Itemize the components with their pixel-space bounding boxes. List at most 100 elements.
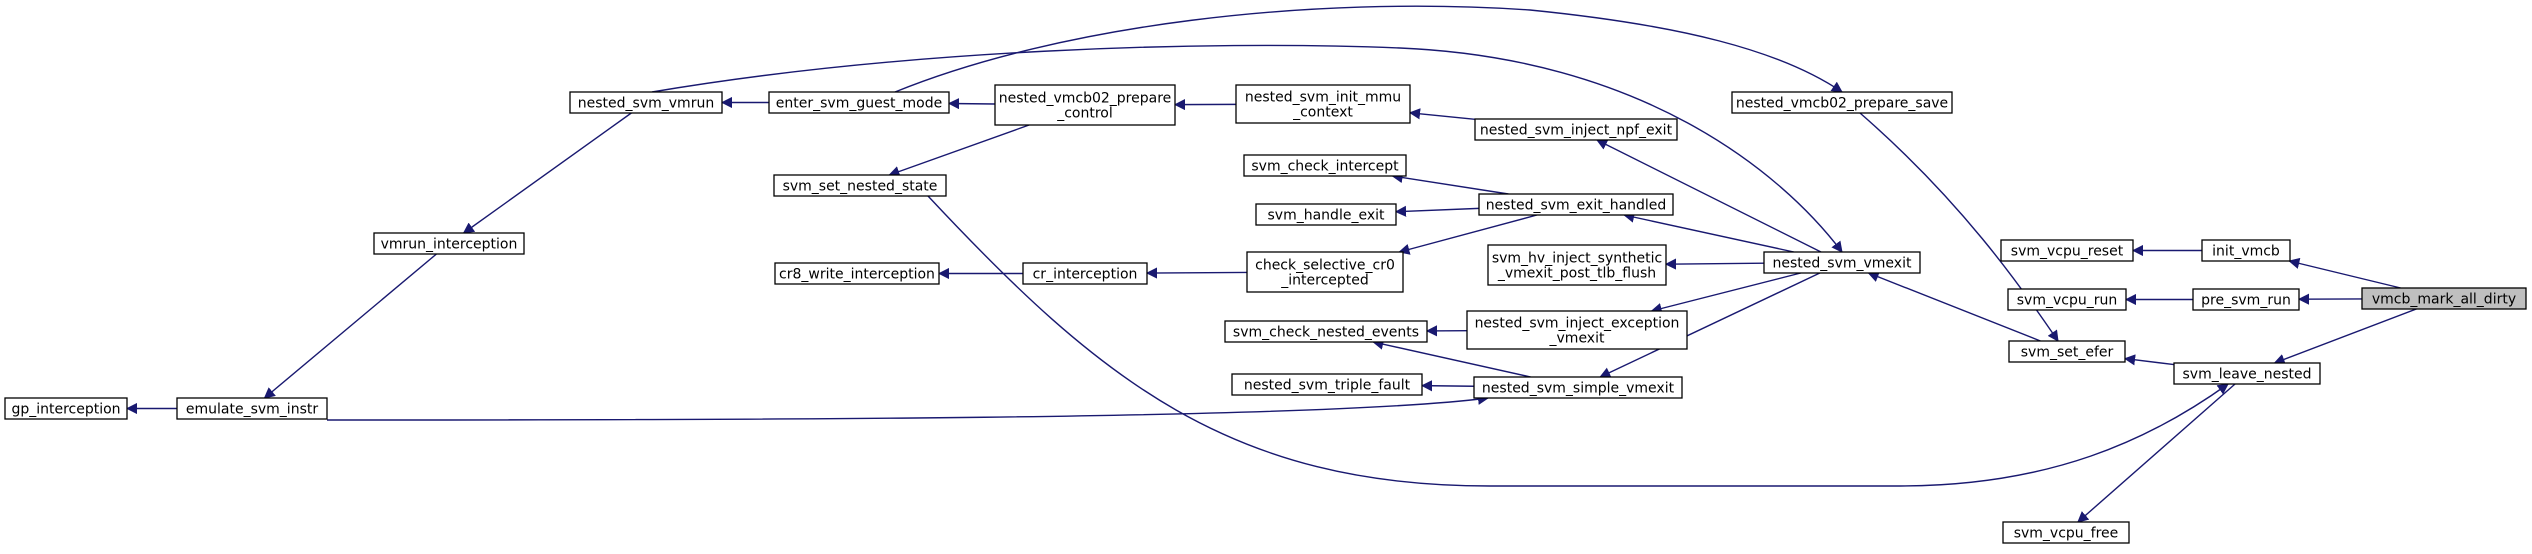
edge-nested_svm_exit_handled-to-svm_handle_exit	[1394, 205, 1480, 217]
node-vmcb-mark-all-dirty[interactable]: vmcb_mark_all_dirty	[2361, 287, 2527, 310]
node-box	[1487, 244, 1667, 286]
node-label: _control	[1056, 106, 1113, 122]
edge-nested_svm_vmexit-to-svm_hv_inject_synthetic_vmexit_post_tlb_flush	[1664, 258, 1765, 270]
node-label: vmrun_interception	[381, 237, 518, 253]
node-emulate-svm-instr[interactable]: emulate_svm_instr	[176, 397, 328, 420]
node-nested-svm-exit-handled[interactable]: nested_svm_exit_handled	[1478, 193, 1674, 216]
node-label: check_selective_cr0	[1255, 258, 1395, 274]
node-nested-svm-inject-npf-exit[interactable]: nested_svm_inject_npf_exit	[1474, 118, 1678, 141]
node-nested-svm-vmexit[interactable]: nested_svm_vmexit	[1763, 251, 1921, 274]
edge-nested_svm_vmrun-to-vmrun_interception	[462, 112, 632, 234]
node-nested-svm-inject-exception-vmexit[interactable]: nested_svm_inject_exception_vmexit	[1466, 310, 1688, 350]
node-nested-svm-vmrun[interactable]: nested_svm_vmrun	[569, 91, 723, 114]
edge-nested_svm_simple_vmexit-to-nested_svm_triple_fault	[1420, 380, 1475, 392]
node-vmrun-interception[interactable]: vmrun_interception	[373, 232, 525, 255]
edge-nested_svm_simple_vmexit-to-svm_check_nested_events	[1372, 338, 1531, 378]
node-label: svm_check_intercept	[1251, 159, 1399, 175]
node-label: pre_svm_run	[2201, 293, 2291, 309]
node-cr-interception[interactable]: cr_interception	[1022, 262, 1148, 285]
node-box	[1763, 251, 1921, 274]
node-label: svm_vcpu_run	[2017, 293, 2117, 309]
edge-nested_svm_vmexit-to-nested_svm_exit_handled	[1623, 211, 1794, 253]
node-svm-set-nested-state[interactable]: svm_set_nested_state	[773, 174, 947, 197]
node-box	[2201, 239, 2291, 262]
node-label: nested_svm_vmrun	[578, 96, 714, 112]
node-svm-handle-exit[interactable]: svm_handle_exit	[1255, 203, 1397, 226]
node-label: gp_interception	[11, 402, 120, 418]
edge-svm_leave_nested-to-svm_set_nested_state	[927, 195, 2229, 487]
edge-nested_svm_simple_vmexit-to-emulate_svm_instr	[326, 393, 1490, 421]
node-label: nested_vmcb02_prepare	[999, 91, 1172, 107]
node-label: nested_svm_simple_vmexit	[1482, 381, 1675, 397]
edge-nested_svm_exit_handled-to-svm_check_intercept	[1391, 172, 1509, 195]
node-svm-leave-nested[interactable]: svm_leave_nested	[2173, 362, 2321, 385]
node-box	[569, 91, 723, 114]
edge-nested_svm_vmexit-to-nested_svm_simple_vmexit	[1599, 272, 1821, 378]
node-nested-vmcb02-prepare-control[interactable]: nested_vmcb02_prepare_control	[994, 84, 1176, 126]
edge-nested_svm_inject_npf_exit-to-nested_svm_init_mmu_context	[1408, 108, 1476, 121]
node-box	[1246, 251, 1404, 293]
node-init-vmcb[interactable]: init_vmcb	[2201, 239, 2291, 262]
node-box	[373, 232, 525, 255]
node-label: svm_vcpu_free	[2014, 526, 2119, 542]
node-box	[774, 262, 940, 285]
edge-svm_leave_nested-to-svm_set_efer	[2123, 354, 2175, 366]
nodes-layer: vmcb_mark_all_dirtyinit_vmcbpre_svm_runs…	[4, 84, 2527, 544]
node-box	[2007, 288, 2127, 311]
node-svm-hv-inject-synthetic-vmexit-post-tlb-flush[interactable]: svm_hv_inject_synthetic_vmexit_post_tlb_…	[1487, 244, 1667, 286]
node-nested-svm-triple-fault[interactable]: nested_svm_triple_fault	[1231, 373, 1423, 396]
node-svm-set-efer[interactable]: svm_set_efer	[2008, 340, 2126, 363]
edge-nested_vmcb02_prepare_control-to-enter_svm_guest_mode	[947, 98, 996, 110]
node-label: _vmexit	[1549, 331, 1605, 347]
node-svm-vcpu-free[interactable]: svm_vcpu_free	[2002, 521, 2130, 544]
edges-layer	[125, 5, 2417, 523]
node-check-selective-cr0-intercepted[interactable]: check_selective_cr0_intercepted	[1246, 251, 1404, 293]
node-box	[1231, 373, 1423, 396]
edge-nested_svm_vmexit-to-nested_svm_inject_exception_vmexit	[1650, 272, 1801, 314]
node-label: nested_svm_inject_npf_exit	[1480, 123, 1673, 139]
node-svm-check-intercept[interactable]: svm_check_intercept	[1243, 154, 1407, 177]
node-enter-svm-guest-mode[interactable]: enter_svm_guest_mode	[768, 91, 950, 114]
node-box	[1473, 376, 1683, 399]
node-box	[1731, 91, 1953, 114]
node-svm-vcpu-reset[interactable]: svm_vcpu_reset	[2000, 239, 2134, 262]
node-label: nested_svm_inject_exception	[1475, 316, 1680, 332]
node-gp-interception[interactable]: gp_interception	[4, 397, 128, 420]
node-box	[176, 397, 328, 420]
node-nested-vmcb02-prepare-save[interactable]: nested_vmcb02_prepare_save	[1731, 91, 1953, 114]
node-label: _vmexit_post_tlb_flush	[1497, 266, 1656, 282]
node-label: nested_svm_exit_handled	[1486, 198, 1667, 214]
node-box	[1478, 193, 1674, 216]
node-label: vmcb_mark_all_dirty	[2372, 292, 2516, 308]
node-box	[768, 91, 950, 114]
node-nested-svm-simple-vmexit[interactable]: nested_svm_simple_vmexit	[1473, 376, 1683, 399]
node-label: svm_set_nested_state	[783, 179, 938, 195]
node-svm-vcpu-run[interactable]: svm_vcpu_run	[2007, 288, 2127, 311]
node-label: svm_handle_exit	[1268, 208, 1385, 224]
edge-nested_vmcb02_prepare_control-to-svm_set_nested_state	[888, 124, 1030, 177]
node-nested-svm-init-mmu-context[interactable]: nested_svm_init_mmu_context	[1235, 84, 1411, 124]
node-label: nested_svm_vmexit	[1773, 256, 1912, 272]
node-box	[1255, 203, 1397, 226]
node-box	[1224, 320, 1428, 343]
edge-nested_vmcb02_prepare_save-to-enter_svm_guest_mode	[894, 5, 1843, 93]
edge-svm_set_efer-to-nested_vmcb02_prepare_save	[1859, 112, 2059, 342]
node-box	[4, 397, 128, 420]
node-svm-check-nested-events[interactable]: svm_check_nested_events	[1224, 320, 1428, 343]
edge-svm_leave_nested-to-svm_vcpu_free	[2077, 383, 2236, 523]
node-label: cr8_write_interception	[779, 267, 935, 283]
node-pre-svm-run[interactable]: pre_svm_run	[2192, 288, 2300, 311]
node-label: nested_svm_triple_fault	[1244, 378, 1411, 394]
node-label: _intercepted	[1280, 273, 1369, 289]
node-box	[1474, 118, 1678, 141]
edge-vmrun_interception-to-emulate_svm_instr	[263, 253, 437, 399]
node-box	[1243, 154, 1407, 177]
node-box	[2002, 521, 2130, 544]
edge-nested_svm_vmexit-to-nested_svm_vmrun	[651, 44, 1843, 253]
node-label: svm_set_efer	[2021, 345, 2114, 361]
node-label: svm_leave_nested	[2183, 367, 2312, 383]
edge-nested_svm_vmexit-to-nested_svm_inject_npf_exit	[1595, 139, 1822, 253]
node-cr8-write-interception[interactable]: cr8_write_interception	[774, 262, 940, 285]
node-label: cr_interception	[1033, 267, 1138, 283]
